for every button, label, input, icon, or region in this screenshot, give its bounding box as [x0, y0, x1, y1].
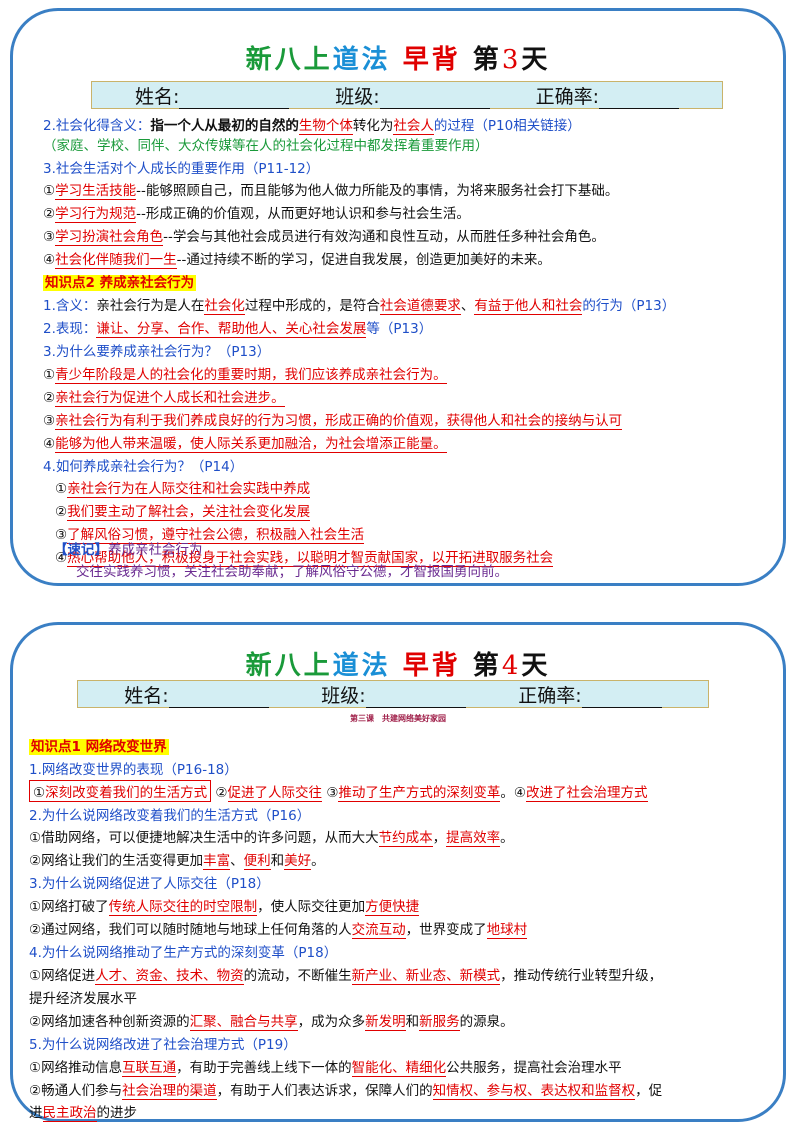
rate-field[interactable] — [581, 689, 662, 708]
text-line: ①网络打破了传统人际交往的时空限制，使人际交往更加方便快捷 — [29, 899, 420, 916]
text-line: ②亲社会行为促进个人成长和社会进步。 — [43, 390, 285, 407]
text-line: ②学习行为规范--形成正确的价值观，从而更好地认识和参与社会生活。 — [43, 206, 470, 223]
day3-title: 新八上道法 早背 第3天 — [245, 45, 551, 75]
text-line: ②通过网络，我们可以随时随地与地球上任何角落的人交流互动，世界变成了地球村 — [29, 922, 528, 939]
quick-memo-label: 【速记】养成亲社会行为 — [54, 542, 203, 558]
rate-field[interactable] — [599, 90, 680, 109]
text-line: ②畅通人们参与社会治理的渠道，有助于人们表达诉求，保障人们的知情权、参与权、表达… — [29, 1083, 663, 1100]
text-line: 2.表现：谦让、分享、合作、帮助他人、关心社会发展等（P13） — [43, 321, 433, 338]
text-line: ①深刻改变着我们的生活方式 ②促进了人际交往 ③推动了生产方式的深刻变革。④改进… — [29, 780, 648, 802]
name-label: 姓名: — [134, 85, 180, 108]
day3-name-bar: 姓名: 班级: 正确率: — [91, 81, 723, 109]
lesson-title: 第三课 共建网络美好家园 — [350, 714, 446, 723]
day3-card: 新八上道法 早背 第3天 姓名: 班级: 正确率: 2.社会化得含义：指一个人从… — [10, 8, 786, 586]
text-line: 进民主政治的进步 — [29, 1105, 137, 1122]
name-field[interactable] — [168, 689, 269, 708]
class-label: 班级: — [335, 85, 380, 108]
class-field[interactable] — [379, 90, 490, 109]
text-line: ①网络促进人才、资金、技术、物资的流动，不断催生新产业、新业态、新模式，推动传统… — [29, 968, 663, 985]
class-label: 班级: — [321, 684, 366, 707]
knowledge-heading: 知识点2 养成亲社会行为 — [43, 275, 197, 291]
text-line: 1.网络改变世界的表现（P16-18） — [29, 762, 238, 778]
text-line: 4.为什么说网络推动了生产方式的深刻变革（P18） — [29, 945, 338, 961]
name-field[interactable] — [179, 90, 290, 109]
day4-name-bar: 姓名: 班级: 正确率: — [77, 680, 709, 708]
text-line: 1.含义：亲社会行为是人在社会化过程中形成的，是符合社会道德要求、有益于他人和社… — [43, 298, 676, 315]
text-line: 3.社会生活对个人成长的重要作用（P11-12） — [43, 161, 320, 177]
text-line: ②网络让我们的生活变得更加丰富、便利和美好。 — [29, 853, 325, 870]
text-line: 提升经济发展水平 — [29, 991, 137, 1007]
class-field[interactable] — [365, 689, 466, 708]
text-line: ②我们要主动了解社会，关注社会变化发展 — [55, 504, 311, 521]
text-line: 3.为什么说网络促进了人际交往（P18） — [29, 876, 270, 892]
day4-title: 新八上道法 早背 第4天 — [245, 651, 551, 681]
text-line: ④热心帮助他人，积极投身于社会实践，以聪明才智贡献国家，以开拓进取服务社会 — [55, 550, 554, 567]
text-line: ③学习扮演社会角色--学会与其他社会成员进行有效沟通和良性互动，从而胜任多种社会… — [43, 229, 605, 246]
text-line: ③了解风俗习惯，遵守社会公德，积极融入社会生活 — [55, 527, 365, 544]
text-line: 5.为什么说网络改进了社会治理方式（P19） — [29, 1037, 297, 1053]
text-line: ①网络推动信息互联互通，有助于完善线上线下一体的智能化、精细化公共服务，提高社会… — [29, 1060, 622, 1077]
knowledge-heading: 知识点1 网络改变世界 — [29, 739, 169, 755]
text-line: ④社会化伴随我们一生--通过持续不断的学习，促进自我发展，创造更加美好的未来。 — [43, 252, 551, 269]
text-line: ①亲社会行为在人际交往和社会实践中养成 — [55, 481, 311, 498]
rate-label: 正确率: — [518, 684, 582, 707]
text-line: （家庭、学校、同伴、大众传媒等在人的社会化过程中都发挥着重要作用） — [43, 138, 489, 154]
day4-card: 新八上道法 早背 第4天 姓名: 班级: 正确率: 第三课 共建网络美好家园 知… — [10, 622, 786, 1122]
text-line: ④能够为他人带来温暖，使人际关系更加融洽，为社会增添正能量。 — [43, 436, 447, 453]
text-line: ②网络加速各种创新资源的汇聚、融合与共享，成为众多新发明和新服务的源泉。 — [29, 1014, 514, 1031]
text-line: 2.为什么说网络改变着我们的生活方式（P16） — [29, 808, 311, 824]
text-line: ①青少年阶段是人的社会化的重要时期，我们应该养成亲社会行为。 — [43, 367, 447, 384]
text-line: ③亲社会行为有利于我们养成良好的行为习惯，形成正确的价值观，获得他人和社会的接纳… — [43, 413, 623, 430]
text-line: ①学习生活技能--能够照顾自己，而且能够为他人做力所能及的事情，为将来服务社会打… — [43, 183, 619, 200]
text-line: ①借助网络，可以便捷地解决生活中的许多问题，从而大大节约成本，提高效率。 — [29, 830, 514, 847]
rate-label: 正确率: — [535, 85, 600, 108]
quick-memo-text: 交往实践养习惯，关注社会助奉献；了解风俗守公德，才智报国勇向前。 — [76, 564, 508, 580]
text-line: 4.如何养成亲社会行为？（P14） — [43, 459, 244, 475]
text-line: 3.为什么要养成亲社会行为？（P13） — [43, 344, 271, 360]
text-line: 2.社会化得含义：指一个人从最初的自然的生物个体转化为社会人的过程（P10相关链… — [43, 118, 581, 135]
name-label: 姓名: — [124, 684, 169, 707]
